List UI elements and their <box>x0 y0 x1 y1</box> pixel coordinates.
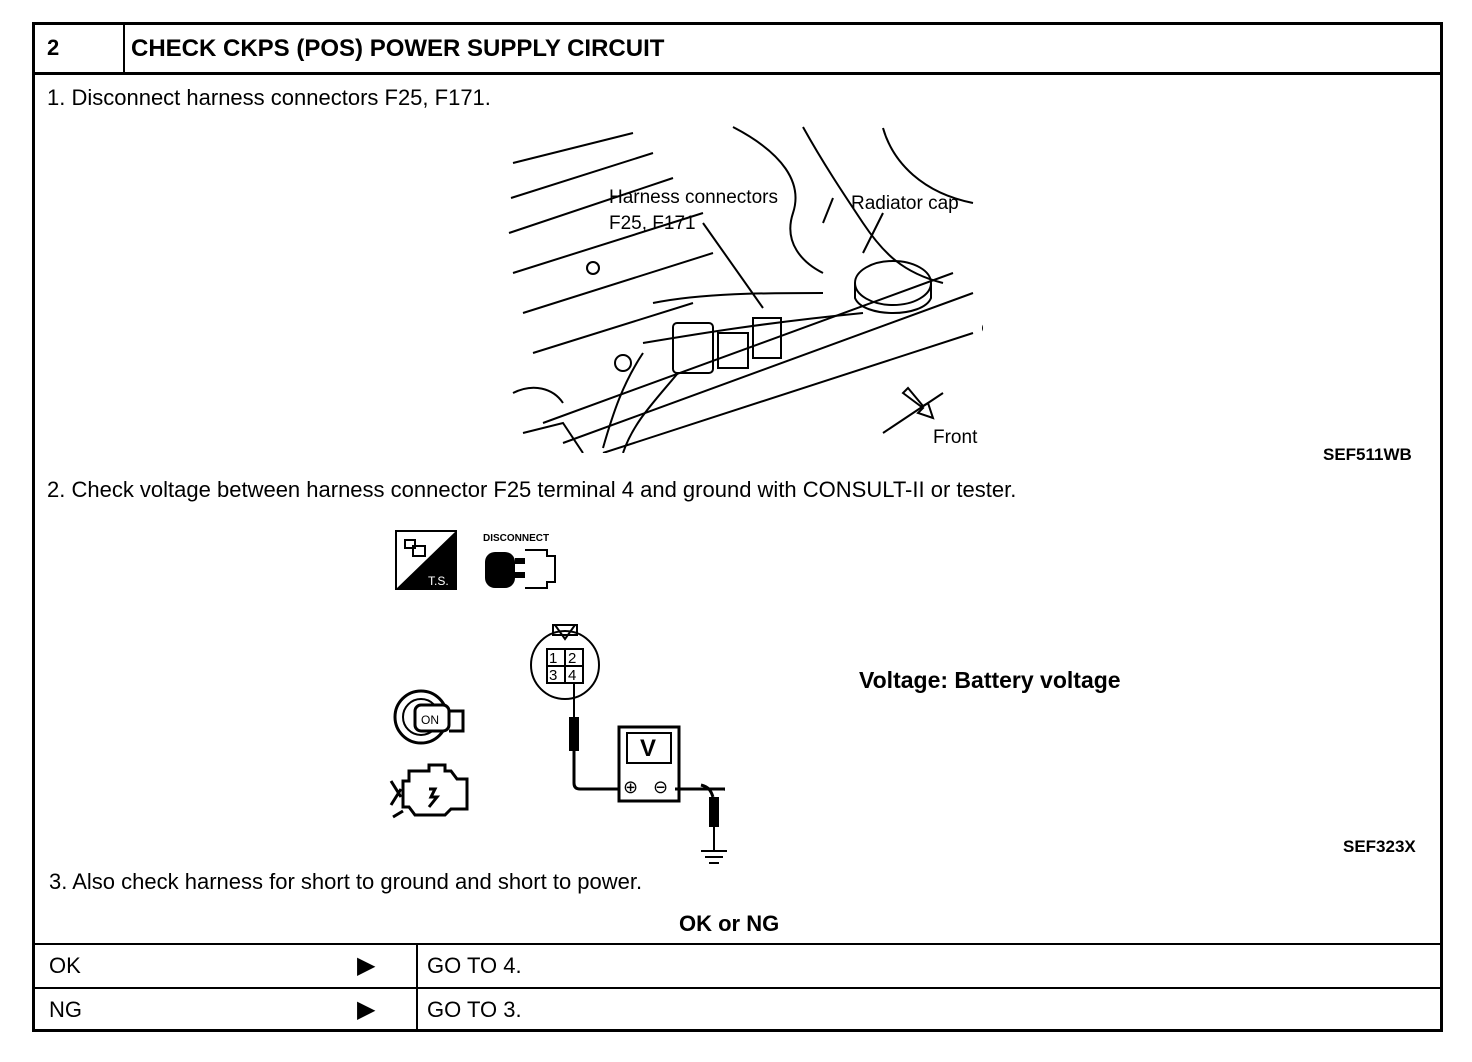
disconnect-icon: DISCONNECT <box>483 533 556 589</box>
voltage-spec: Voltage: Battery voltage <box>859 667 1121 693</box>
ok-or-ng-label: OK or NG <box>679 911 780 936</box>
result-key: OK <box>49 953 81 978</box>
label-connector-ids: F25, F171 <box>609 213 696 234</box>
result-row-ng: NG ▶ GO TO 3. <box>35 987 1440 1031</box>
arrow-icon: ▶ <box>357 996 376 1023</box>
result-action: GO TO 4. <box>427 953 522 978</box>
pin-2: 2 <box>568 650 576 667</box>
ignition-on-icon: ON <box>393 689 465 745</box>
engine-bay-illustration: Harness connectors F25, F171 Radiator ca… <box>508 126 983 453</box>
ignition-on-label: ON <box>421 713 439 727</box>
result-row-ok: OK ▶ GO TO 4. <box>35 943 1440 987</box>
tester-icon: T.S. <box>395 530 457 590</box>
pin-3: 3 <box>549 667 557 684</box>
disconnect-label: DISCONNECT <box>483 533 549 544</box>
label-radiator-cap: Radiator cap <box>851 193 959 214</box>
procedure-title: CHECK CKPS (POS) POWER SUPPLY CIRCUIT <box>131 35 665 62</box>
arrow-icon: ▶ <box>357 952 376 979</box>
step-3-text: 3. Also check harness for short to groun… <box>49 869 643 894</box>
divider <box>416 945 418 987</box>
engine-icon <box>389 763 469 819</box>
figure-2-code: SEF323X <box>1343 837 1416 856</box>
pin-4: 4 <box>568 667 576 684</box>
procedure-header: 2 CHECK CKPS (POS) POWER SUPPLY CIRCUIT <box>35 25 1440 75</box>
voltage-measurement-diagram: 1 2 3 4 V ⊕ ⊖ <box>530 624 725 803</box>
step-number: 2 <box>35 25 125 72</box>
step-2-text: 2. Check voltage between harness connect… <box>47 477 1017 502</box>
divider <box>416 989 418 1031</box>
ts-label: T.S. <box>428 574 449 588</box>
step-1-text: 1. Disconnect harness connectors F25, F1… <box>47 85 491 110</box>
meter-v-label: V <box>640 735 656 762</box>
label-front: Front <box>933 427 978 448</box>
ground-probe <box>700 783 727 864</box>
procedure-box: 2 CHECK CKPS (POS) POWER SUPPLY CIRCUIT … <box>32 22 1443 1032</box>
label-harness-connectors: Harness connectors <box>609 187 778 208</box>
pin-1: 1 <box>549 650 557 667</box>
meter-minus: ⊖ <box>653 777 668 798</box>
meter-plus: ⊕ <box>623 777 638 798</box>
figure-1-code: SEF511WB <box>1323 445 1412 464</box>
result-key: NG <box>49 997 82 1022</box>
result-action: GO TO 3. <box>427 997 522 1022</box>
